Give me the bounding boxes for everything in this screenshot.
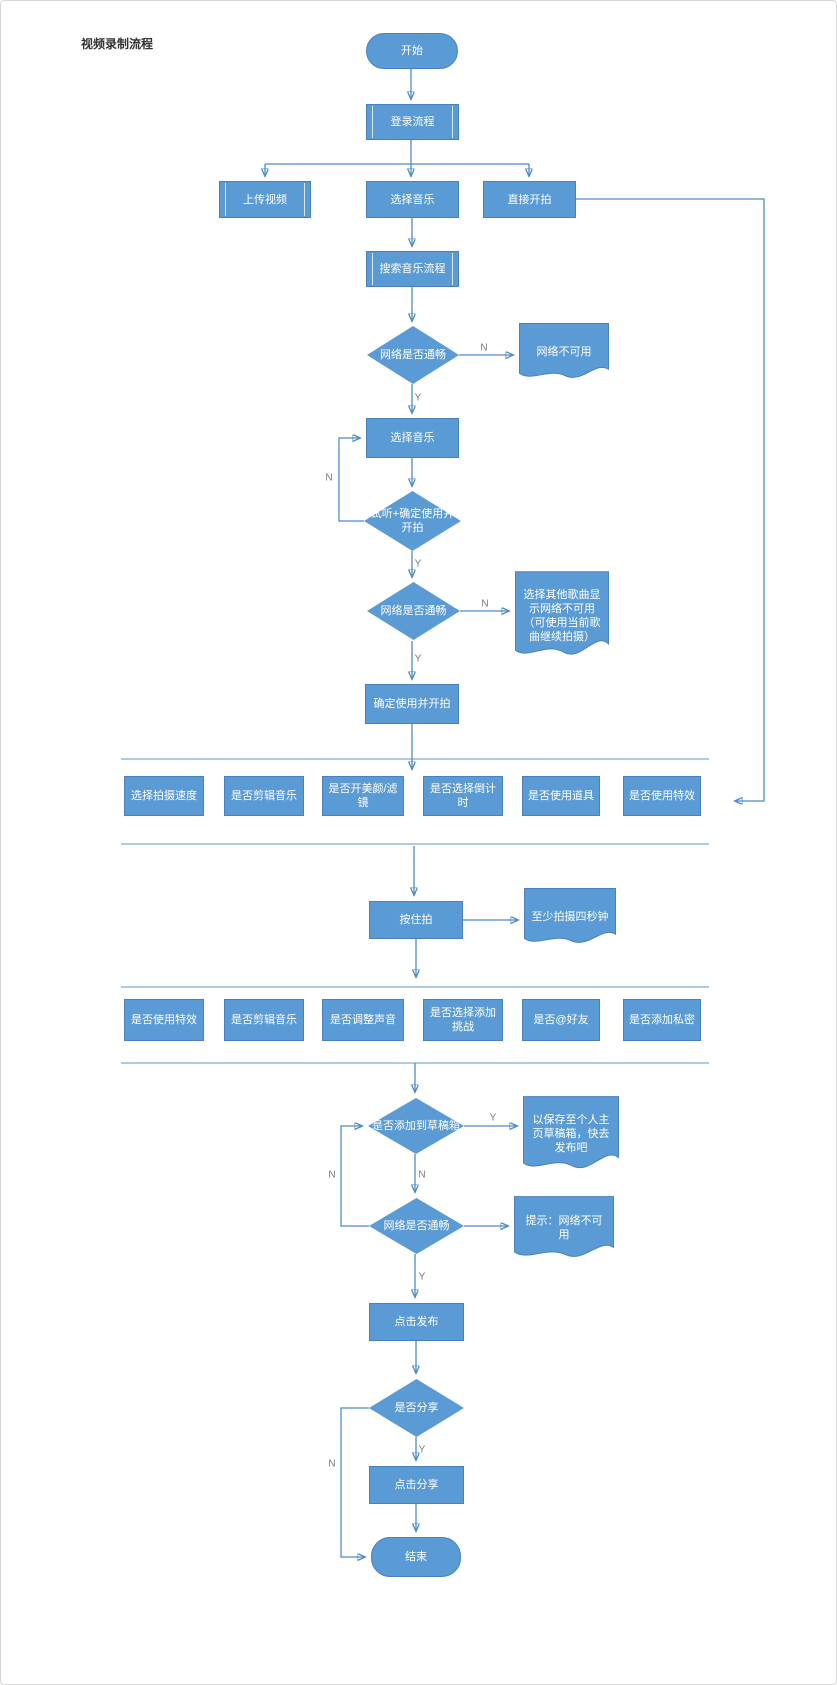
edge-label-y6: Y	[418, 1444, 426, 1456]
document-shape	[519, 323, 609, 386]
node-login-label: 登录流程	[390, 116, 435, 128]
decision-network-2: 网络是否通畅	[367, 582, 460, 640]
node-search-music-label: 搜索音乐流程	[379, 263, 446, 275]
edge-label-n3: N	[481, 598, 489, 610]
edge-listen-loop-n	[338, 438, 364, 522]
node-confirm-shoot: 确定使用并开拍	[365, 684, 459, 724]
doc-min-duration-label: 至少拍摄四秒钟	[531, 910, 609, 923]
node-choose-music: 选择音乐	[366, 181, 459, 218]
edge-label-n1: N	[480, 342, 488, 354]
node-at-friends-label: 是否@好友	[533, 1014, 589, 1026]
node-start: 开始	[366, 33, 458, 69]
edge-label-n2: N	[325, 472, 333, 484]
doc-other-song: 选择其他歌曲显示网络不可用（可使用当前歌曲继续拍摄）	[515, 571, 609, 666]
edge-label-y5: Y	[418, 1271, 426, 1283]
predefined-bar	[372, 106, 373, 138]
predefined-bar	[452, 253, 453, 285]
node-countdown: 是否选择倒计时	[423, 776, 503, 816]
document-shape	[515, 571, 609, 666]
edge-direct-shoot-effects-row	[576, 198, 765, 801]
edge-label-n4: N	[418, 1169, 426, 1181]
decision-network-2-label: 网络是否通畅	[380, 605, 447, 617]
predefined-bar	[225, 183, 226, 216]
node-adjust-sound-label: 是否调整声音	[330, 1014, 396, 1026]
node-edit-music-1-label: 是否剪辑音乐	[231, 790, 297, 802]
edge-label-y1: Y	[414, 392, 422, 404]
node-search-music: 搜索音乐流程	[366, 251, 459, 287]
node-edit-music-1: 是否剪辑音乐	[224, 776, 304, 816]
edge-label-y4: Y	[489, 1112, 497, 1124]
node-publish-label: 点击发布	[394, 1316, 439, 1328]
edge-network3-draft-loop-n	[340, 1126, 369, 1227]
node-start-label: 开始	[401, 45, 423, 57]
node-direct-shoot: 直接开拍	[483, 181, 576, 218]
node-upload-video-label: 上传视频	[243, 193, 287, 206]
node-choose-music-label: 选择音乐	[390, 193, 435, 206]
decision-draft-box-label: 是否添加到草稿箱	[372, 1120, 460, 1132]
node-choose-music-2-label: 选择音乐	[390, 432, 435, 444]
edge-label-n5: N	[328, 1169, 336, 1181]
node-hold-shoot-label: 按住拍	[399, 914, 433, 926]
node-use-effects-1: 是否使用特效	[623, 776, 701, 816]
node-publish: 点击发布	[369, 1303, 464, 1341]
decision-listen-confirm-label: 试听+确定使用并开拍	[370, 508, 455, 534]
node-end-label: 结束	[405, 1551, 427, 1563]
node-choose-speed-label: 选择拍摄速度	[131, 790, 197, 802]
document-shape	[524, 888, 616, 951]
node-add-challenge: 是否选择添加挑战	[423, 999, 503, 1041]
node-beauty-filter: 是否开美颜/滤镜	[322, 776, 404, 816]
node-end: 结束	[371, 1537, 461, 1577]
decision-draft-box: 是否添加到草稿箱	[368, 1098, 464, 1154]
node-use-props: 是否使用道具	[522, 776, 600, 816]
decision-listen-confirm: 试听+确定使用并开拍	[364, 491, 461, 551]
doc-tip-unavailable: 提示：网络不可用	[514, 1196, 614, 1266]
page-title: 视频录制流程	[81, 37, 154, 51]
doc-network-unavailable-label: 网络不可用	[536, 345, 592, 358]
node-upload-video: 上传视频	[219, 181, 311, 218]
doc-draft-saved-label: 以保存至个人主页草稿箱，快去发布吧	[532, 1114, 610, 1154]
predefined-bar	[452, 106, 453, 138]
node-share: 点击分享	[369, 1466, 464, 1504]
node-edit-music-2: 是否剪辑音乐	[224, 999, 304, 1041]
node-add-private-label: 是否添加私密	[629, 1014, 695, 1026]
edge-label-y2: Y	[414, 558, 422, 570]
doc-min-duration: 至少拍摄四秒钟	[524, 888, 616, 951]
node-use-props-label: 是否使用道具	[528, 790, 594, 802]
node-direct-shoot-label: 直接开拍	[507, 193, 552, 206]
decision-network-3: 网络是否通畅	[369, 1198, 464, 1254]
predefined-bar	[372, 253, 373, 285]
node-countdown-label: 是否选择倒计时	[430, 783, 496, 809]
document-shape	[514, 1196, 614, 1266]
document-shape	[523, 1096, 619, 1178]
node-use-effects-2-label: 是否使用特效	[131, 1014, 197, 1026]
node-choose-speed: 选择拍摄速度	[124, 776, 204, 816]
doc-other-song-label: 选择其他歌曲显示网络不可用（可使用当前歌曲继续拍摄）	[523, 588, 601, 643]
node-add-challenge-label: 是否选择添加挑战	[430, 1007, 496, 1033]
node-at-friends: 是否@好友	[522, 999, 600, 1041]
node-login-process: 登录流程	[366, 104, 459, 140]
node-confirm-shoot-label: 确定使用并开拍	[373, 698, 451, 710]
decision-network-1-label: 网络是否通畅	[380, 349, 446, 361]
doc-tip-unavailable-label: 提示：网络不可用	[525, 1215, 603, 1241]
node-adjust-sound: 是否调整声音	[322, 999, 404, 1041]
decision-share-label: 是否分享	[394, 1402, 439, 1414]
node-choose-music-2: 选择音乐	[366, 418, 459, 458]
decision-network-1: 网络是否通畅	[367, 326, 459, 384]
edge-label-n6: N	[328, 1458, 336, 1470]
doc-network-unavailable: 网络不可用	[519, 323, 609, 386]
node-use-effects-1-label: 是否使用特效	[629, 790, 695, 802]
edge-label-y3: Y	[414, 653, 422, 665]
node-beauty-filter-label: 是否开美颜/滤镜	[328, 783, 398, 809]
edge-login-split	[265, 140, 529, 165]
node-add-private: 是否添加私密	[623, 999, 701, 1041]
node-use-effects-2: 是否使用特效	[124, 999, 204, 1041]
decision-share: 是否分享	[369, 1379, 464, 1437]
node-share-label: 点击分享	[394, 1479, 439, 1491]
predefined-bar	[304, 183, 305, 216]
doc-draft-saved: 以保存至个人主页草稿箱，快去发布吧	[523, 1096, 619, 1178]
decision-network-3-label: 网络是否通畅	[383, 1220, 450, 1232]
node-hold-shoot: 按住拍	[369, 901, 463, 939]
node-edit-music-2-label: 是否剪辑音乐	[231, 1014, 297, 1026]
edge-share-check-end-loop-n	[340, 1407, 369, 1557]
